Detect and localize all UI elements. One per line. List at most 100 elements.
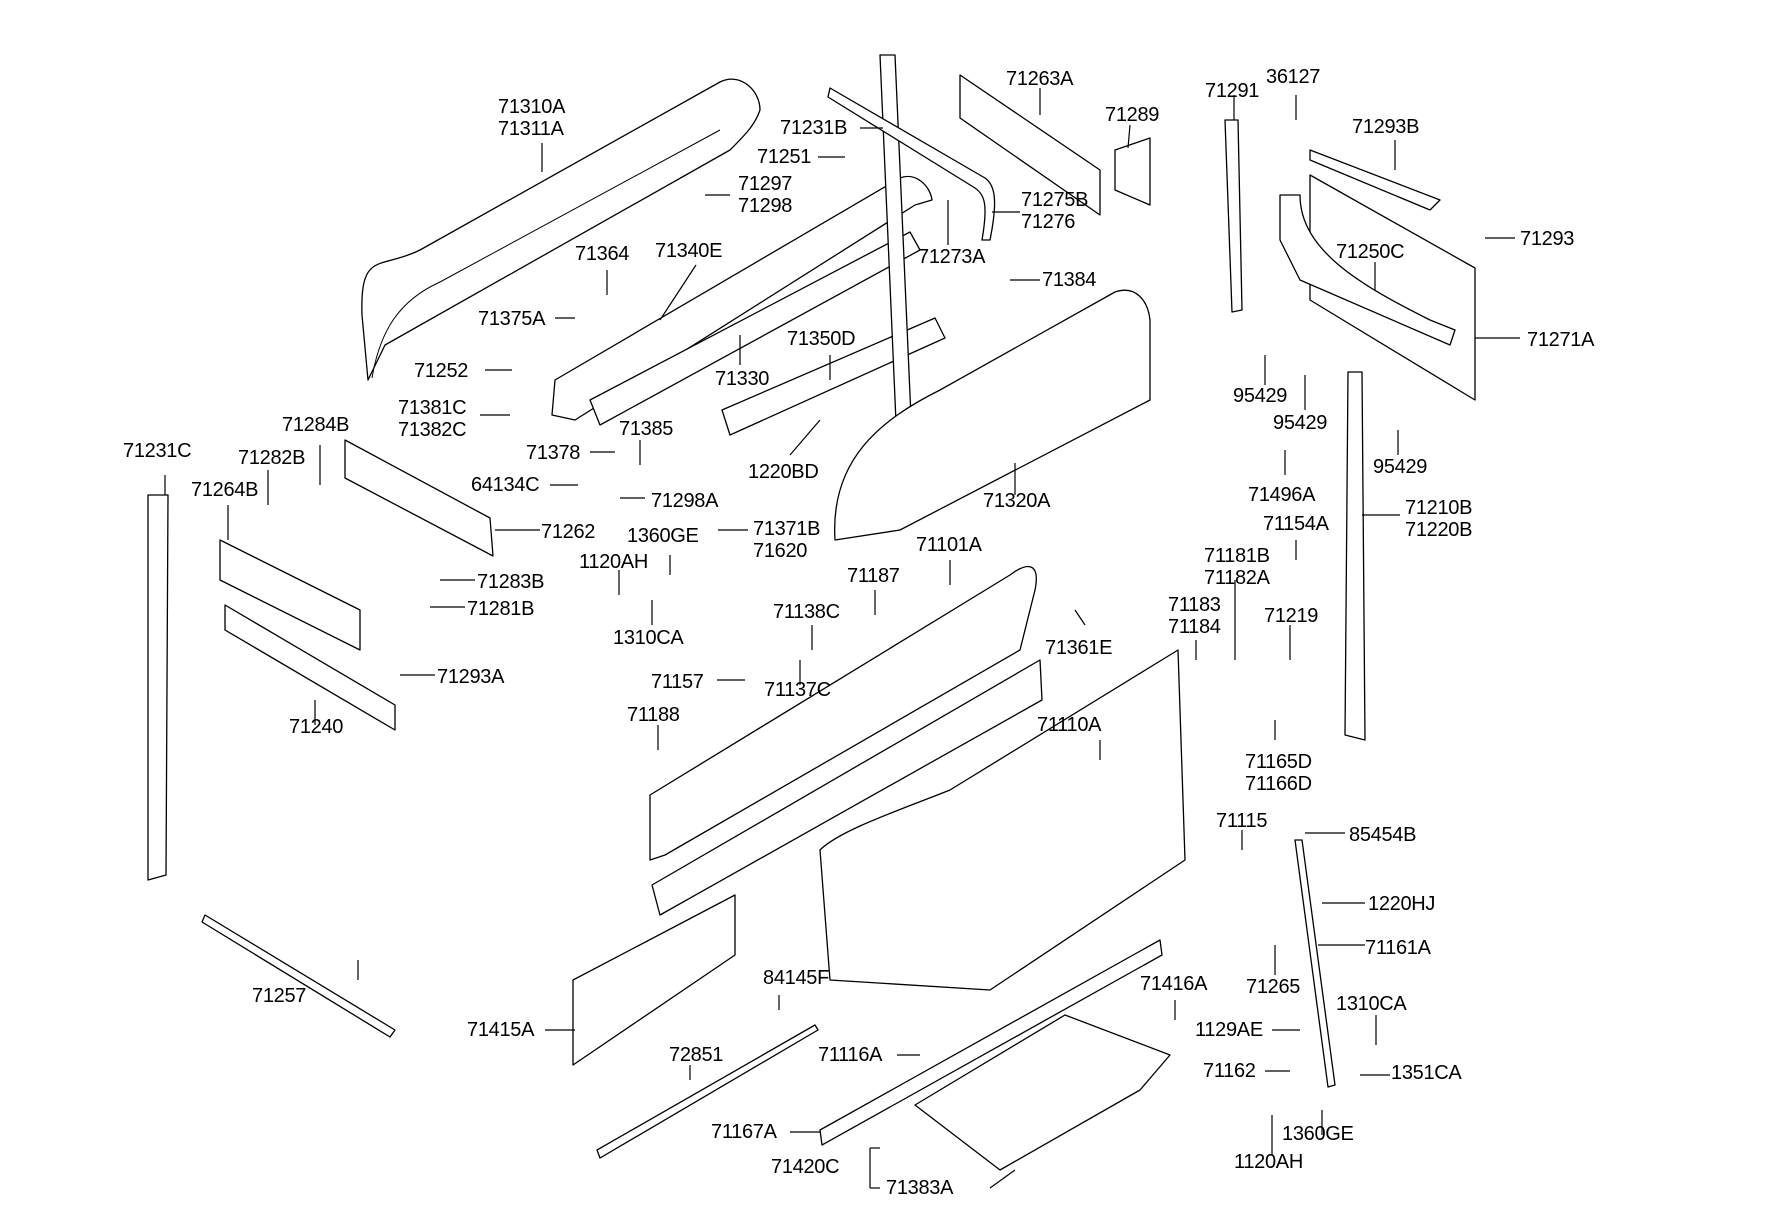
callout-71167a: 71167A xyxy=(711,1121,777,1143)
callout-71383a: 71383A xyxy=(886,1177,954,1199)
callout-1220hj: 1220HJ xyxy=(1368,893,1436,915)
callout-71420c: 71420C xyxy=(771,1156,840,1178)
callout-71416a: 71416A xyxy=(1140,973,1208,995)
callout-71273a: 71273A xyxy=(918,246,986,268)
callout-95429-c: 95429 xyxy=(1373,456,1428,478)
callout-71162: 71162 xyxy=(1203,1060,1256,1082)
callout-71252: 71252 xyxy=(414,360,469,382)
callout-71262: 71262 xyxy=(541,521,596,543)
callout-64134c: 64134C xyxy=(471,474,540,496)
callout-71375a: 71375A xyxy=(478,308,546,330)
leader-lines xyxy=(164,88,1520,1189)
part-back-panel xyxy=(834,289,1151,541)
callout-71231c: 71231C xyxy=(123,440,192,462)
callout-71154a: 71154A xyxy=(1263,513,1329,535)
callout-1360ge-lower: 1360GE xyxy=(1282,1123,1354,1145)
callout-1310ca-lower: 1310CA xyxy=(1336,993,1407,1015)
callout-71257: 71257 xyxy=(252,985,307,1007)
callout-71157: 71157 xyxy=(651,671,704,693)
part-rail-71250c xyxy=(1279,194,1456,346)
callout-1360ge-upper: 1360GE xyxy=(627,525,699,547)
part-strip-71293b xyxy=(1309,149,1441,211)
callout-71231b: 71231B xyxy=(780,117,848,139)
callout-71138c: 71138C xyxy=(773,601,840,623)
part-side-panel xyxy=(819,649,1186,991)
callout-1120ah-upper: 1120AH xyxy=(579,551,648,573)
callout-71361e: 71361E xyxy=(1045,637,1113,659)
callout-71251: 71251 xyxy=(757,146,812,168)
callout-71116a: 71116A xyxy=(818,1044,883,1066)
callout-71293: 71293 xyxy=(1520,228,1575,250)
part-sheet-71264b xyxy=(219,539,361,651)
callout-71265: 71265 xyxy=(1246,976,1301,998)
callout-71283b: 71283B xyxy=(477,571,545,593)
callout-1351ca: 1351CA xyxy=(1391,1062,1462,1084)
callout-71293b: 71293B xyxy=(1352,116,1420,138)
callout-71298a: 71298A xyxy=(651,490,719,512)
callout-85454b: 85454B xyxy=(1349,824,1417,846)
callout-71187: 71187 xyxy=(847,565,900,587)
callout-71282b: 71282B xyxy=(238,447,306,469)
part-panel-71262 xyxy=(344,439,494,557)
callout-71101a: 71101A xyxy=(916,534,982,556)
part-floor-71383a xyxy=(914,1014,1171,1171)
callout-71378: 71378 xyxy=(526,442,581,464)
part-bracket-71289 xyxy=(1114,137,1151,206)
callout-71289: 71289 xyxy=(1105,104,1160,126)
callout-95429-b: 95429 xyxy=(1273,412,1328,434)
callout-71384: 71384 xyxy=(1042,269,1097,291)
callout-84145f: 84145F xyxy=(763,967,830,989)
part-beam-71167a xyxy=(819,939,1163,1146)
callout-71219: 71219 xyxy=(1264,605,1319,627)
part-roof-rail xyxy=(551,175,933,421)
part-strip-71161a xyxy=(1294,839,1336,1088)
part-header-rail xyxy=(589,231,921,426)
part-rail-71275b xyxy=(827,87,996,241)
part-strip-71291 xyxy=(1224,119,1243,313)
callout-1220bd: 1220BD xyxy=(748,461,819,483)
part-panel-71263a xyxy=(959,74,1101,216)
callout-71385: 71385 xyxy=(619,418,674,440)
callout-71188: 71188 xyxy=(627,704,680,726)
callout-71240: 71240 xyxy=(289,716,344,738)
callout-71161a: 71161A xyxy=(1365,937,1431,959)
part-front-frame xyxy=(649,565,1037,861)
callout-71137c: 71137C xyxy=(764,679,831,701)
callout-1129ae: 1129AE xyxy=(1195,1019,1263,1041)
callout-71364: 71364 xyxy=(575,243,630,265)
callout-71330: 71330 xyxy=(715,368,770,390)
part-sill-71240 xyxy=(224,604,396,731)
part-pillar-71210b xyxy=(1344,371,1366,741)
callout-71496a: 71496A xyxy=(1248,484,1316,506)
callout-71320a: 71320A xyxy=(983,490,1051,512)
callout-71263a: 71263A xyxy=(1006,68,1074,90)
part-bar-71257 xyxy=(201,914,396,1038)
callout-71350d: 71350D xyxy=(787,328,856,350)
callout-71110a: 71110A xyxy=(1037,714,1102,736)
callout-71415a: 71415A xyxy=(467,1019,535,1041)
callout-1310ca-upper: 1310CA xyxy=(613,627,684,649)
callout-71115: 71115 xyxy=(1216,810,1268,832)
callout-71340e: 71340E xyxy=(655,240,723,262)
callout-72851: 72851 xyxy=(669,1044,724,1066)
callout-71293a: 71293A xyxy=(437,666,505,688)
callout-71291: 71291 xyxy=(1205,80,1260,102)
callout-71284b: 71284B xyxy=(282,414,350,436)
callout-36127: 36127 xyxy=(1266,66,1321,88)
callout-71250c: 71250C xyxy=(1336,241,1405,263)
part-roof-cap xyxy=(361,78,761,381)
callout-71281b: 71281B xyxy=(467,598,535,620)
callout-71264b: 71264B xyxy=(191,479,259,501)
part-pillar-c xyxy=(147,494,169,881)
part-panel-71415a xyxy=(572,894,736,1066)
